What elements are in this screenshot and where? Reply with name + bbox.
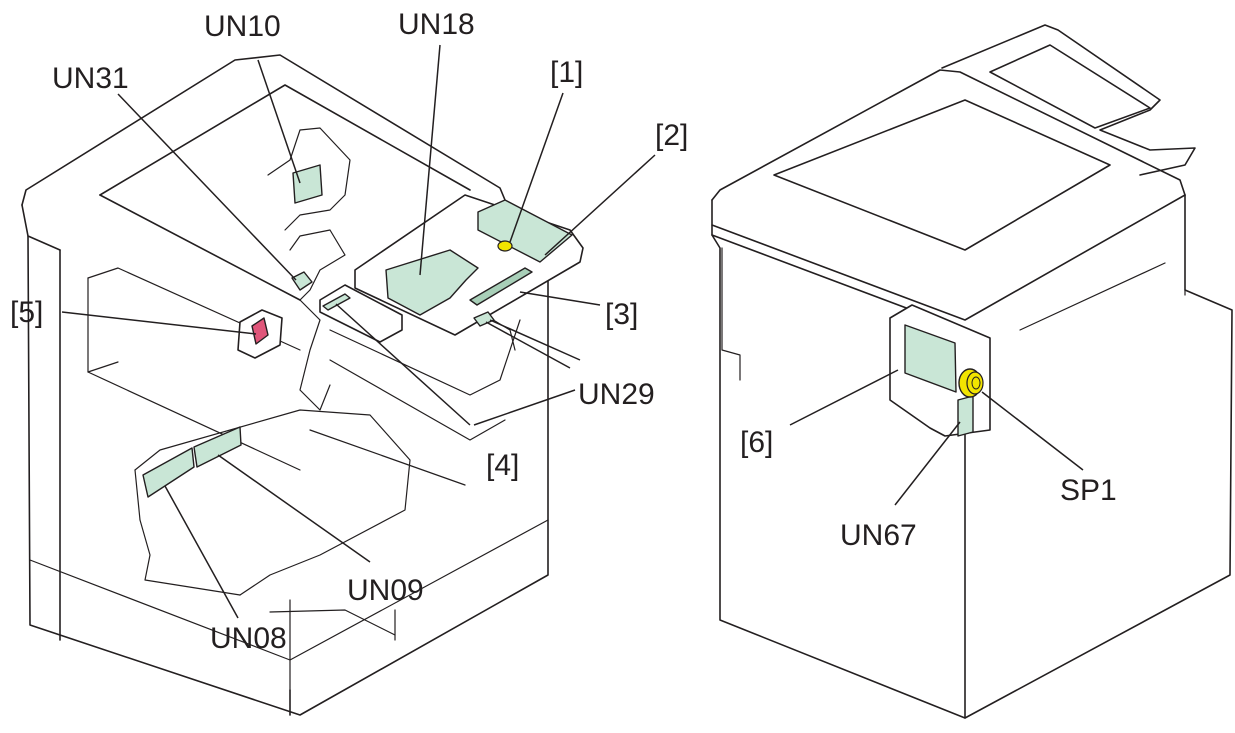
un10-board [293, 165, 322, 203]
label-un31: UN31 [52, 62, 129, 95]
un67-board [958, 396, 973, 436]
label-sp1: SP1 [1060, 474, 1117, 507]
label-ref6: [6] [740, 426, 773, 459]
label-ref2: [2] [655, 119, 688, 152]
label-ref1: [1] [550, 56, 583, 89]
left-machine-outline [22, 55, 548, 715]
un08-board [143, 448, 194, 497]
label-ref3: [3] [605, 298, 638, 331]
label-ref5: [5] [10, 296, 43, 329]
label-un29: UN29 [578, 378, 655, 411]
label-ref4: [4] [486, 449, 519, 482]
sp1-speaker [959, 369, 983, 397]
label-un67: UN67 [840, 519, 917, 552]
label-un10: UN10 [204, 10, 281, 43]
label-un09: UN09 [347, 574, 424, 607]
un31-connector [292, 272, 312, 290]
label-un08: UN08 [210, 622, 287, 655]
label-un18: UN18 [398, 8, 475, 41]
ref1-component [498, 241, 512, 251]
